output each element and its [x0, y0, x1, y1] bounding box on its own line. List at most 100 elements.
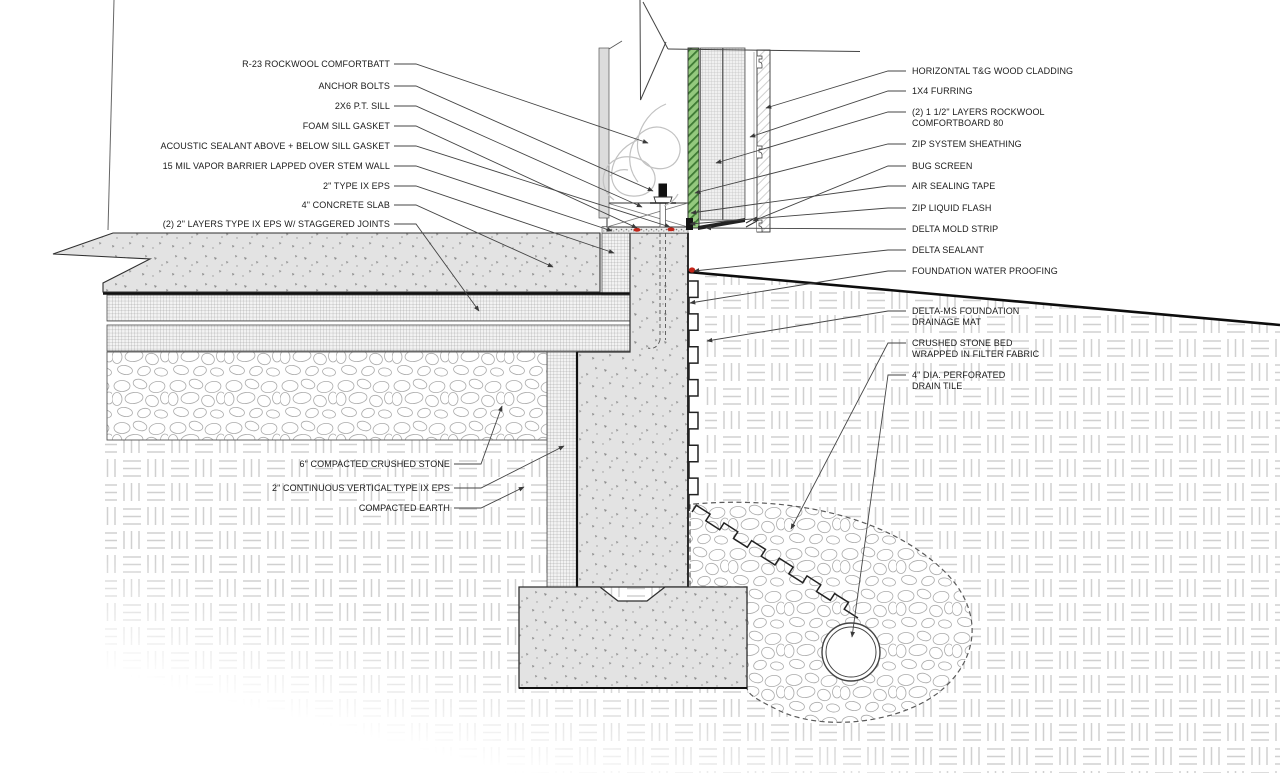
callout-label: HORIZONTAL T&G WOOD CLADDING: [912, 66, 1073, 76]
furring-cavity: [745, 52, 758, 228]
compacted-crushed-stone-layer: [106, 351, 548, 441]
callout-label: 2X6 P.T. SILL: [335, 101, 390, 111]
zip-sheathing-green: [687, 47, 700, 229]
callout-label: 4" CONCRETE SLAB: [302, 200, 390, 210]
callout-leader-line: [454, 445, 565, 489]
callout-label: 2" TYPE IX EPS: [323, 181, 390, 191]
callout: 2" TYPE IX EPS: [323, 181, 615, 254]
concrete-footing: [518, 586, 748, 689]
crushed-stone-bed: [689, 501, 973, 723]
callout-leader-line: [394, 145, 671, 228]
callout: 15 MIL VAPOR BARRIER LAPPED OVER STEM WA…: [163, 161, 613, 232]
callout: 1X4 FURRING: [749, 86, 973, 138]
callout-label: DELTA MOLD STRIP: [912, 224, 998, 234]
callout: ZIP SYSTEM SHEATHING: [694, 139, 1022, 194]
callout: ANCHOR BOLTS: [318, 81, 654, 192]
comfortboard-layers: [686, 47, 746, 230]
callout-leader-line: [749, 90, 906, 138]
callout: (2) 2" LAYERS TYPE IX EPS W/ STAGGERED J…: [163, 219, 480, 312]
callout-leader-line: [394, 185, 615, 254]
callout: 2" CONTINUOUS VERTICAL TYPE IX EPS: [272, 445, 565, 493]
callout-leader-line: [850, 374, 906, 638]
callout-leader-line: [690, 185, 906, 215]
callout: R-23 ROCKWOOL COMFORTBATT: [242, 59, 649, 144]
interior-finish-strip: [598, 40, 623, 219]
callout-label: 2" CONTINUOUS VERTICAL TYPE IX EPS: [272, 483, 450, 493]
callout-label: 6" COMPACTED CRUSHED STONE: [300, 459, 450, 469]
callout-label: ANCHOR BOLTS: [318, 81, 390, 91]
callout-label: COMPACTED EARTH: [359, 503, 450, 513]
callout-leader-line: [394, 223, 480, 312]
callout-leader-line: [765, 70, 906, 109]
acoustic-sealant-dab: [633, 227, 641, 232]
callout-leader-line: [706, 310, 906, 343]
callout-label: BUG SCREEN: [912, 161, 973, 171]
callout-leader-line: [394, 125, 638, 229]
delta-ms-drainage-mat-diagonal: [691, 504, 859, 619]
delta-sealant-dab: [688, 267, 696, 273]
callout: ZIP LIQUID FLASH: [689, 203, 991, 226]
callout: FOAM SILL GASKET: [303, 121, 638, 229]
callout-label: ZIP LIQUID FLASH: [912, 203, 991, 213]
callout-label: FOUNDATION WATER PROOFING: [912, 266, 1058, 276]
callout: HORIZONTAL T&G WOOD CLADDING: [765, 66, 1073, 109]
callout-label: R-23 ROCKWOOL COMFORTBATT: [242, 59, 390, 69]
callout-leader-line: [752, 165, 906, 222]
callout: FOUNDATION WATER PROOFING: [689, 266, 1058, 305]
callout: ACOUSTIC SEALANT ABOVE + BELOW SILL GASK…: [160, 141, 671, 228]
vertical-eps-strip: [546, 351, 578, 588]
callout-leader-line: [693, 249, 906, 273]
callout: AIR SEALING TAPE: [690, 181, 995, 215]
callout-label: FOAM SILL GASKET: [303, 121, 391, 131]
anchor-bolt: [647, 183, 676, 349]
callout-label: 1X4 FURRING: [912, 86, 973, 96]
callout-label: ZIP SYSTEM SHEATHING: [912, 139, 1022, 149]
delta-ms-drainage-mat: [688, 280, 699, 511]
callout-label: AIR SEALING TAPE: [912, 181, 995, 191]
callout-label: ACOUSTIC SEALANT ABOVE + BELOW SILL GASK…: [160, 141, 390, 151]
callout-annotations: R-23 ROCKWOOL COMFORTBATT ANCHOR BOLTS 2X6…: [160, 59, 1073, 638]
callout: COMPACTED EARTH: [359, 486, 525, 513]
batt-insulation-squiggle: [602, 103, 681, 207]
callout: BUG SCREEN: [752, 161, 973, 222]
callout-leader-line: [454, 486, 525, 509]
subslab-eps-layers: [106, 294, 631, 352]
drainage-mat-gap: [686, 274, 705, 510]
perforated-drain-tile: [821, 622, 881, 682]
callout-label: DELTA SEALANT: [912, 245, 984, 255]
callout-leader-line: [689, 207, 906, 226]
callout-leader-line: [394, 105, 643, 208]
pt-sill-plate: [606, 202, 689, 228]
callout-leader-line: [394, 85, 654, 192]
acoustic-sealant-dab: [667, 227, 675, 232]
break-lines: [107, 0, 861, 231]
callout: 6" COMPACTED CRUSHED STONE: [300, 405, 503, 469]
callout-leader-line: [394, 204, 554, 268]
callout: DELTA MOLD STRIP: [705, 224, 998, 234]
callout-leader-line: [694, 143, 906, 194]
callout-leader-line: [394, 165, 613, 232]
callout: 4" CONCRETE SLAB: [302, 200, 554, 268]
callout-leader-line: [705, 225, 906, 231]
concrete-slab: [52, 232, 601, 293]
callout-leader-line: [454, 405, 503, 465]
grade-line: [687, 270, 1280, 327]
callout: 2X6 P.T. SILL: [335, 101, 643, 208]
callout-leader-line: [689, 270, 906, 305]
tg-wood-cladding: [756, 49, 771, 233]
callout: DELTA SEALANT: [693, 245, 984, 273]
callout-label: (2) 2" LAYERS TYPE IX EPS W/ STAGGERED J…: [163, 219, 390, 229]
slab-edge-eps: [601, 232, 631, 296]
callout-label: 15 MIL VAPOR BARRIER LAPPED OVER STEM WA…: [163, 161, 390, 171]
callout-leader-line: [715, 111, 906, 164]
